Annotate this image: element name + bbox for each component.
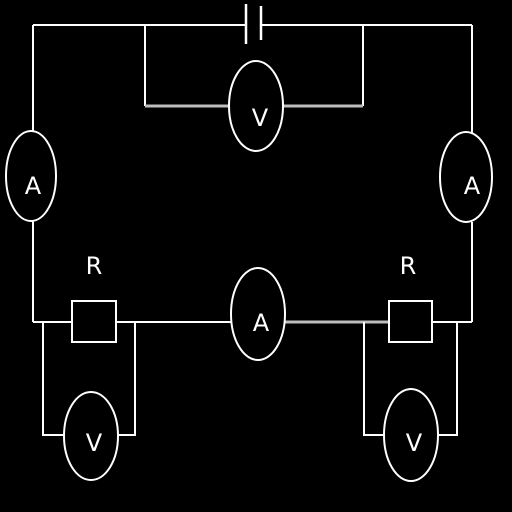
resistor-left-body (71, 300, 117, 343)
resistor-left: R (71, 252, 117, 343)
ammeter-middle-label: A (253, 309, 270, 337)
voltmeter-right-resistor-circle (383, 388, 439, 482)
voltmeter-right-resistor: V (383, 388, 439, 482)
resistor-right-label: R (400, 252, 417, 280)
ammeter-left-label: A (25, 172, 42, 200)
voltmeter-branch-wire (144, 25, 364, 106)
ammeter-middle-circle (230, 267, 286, 361)
ammeter-left: A (5, 130, 57, 222)
resistor-left-label: R (86, 252, 103, 280)
voltmeter-battery-circle (228, 60, 284, 152)
resistor-right-body (388, 300, 433, 343)
voltmeter-left-resistor-label: V (86, 429, 103, 457)
right-voltmeter-branch-wire (363, 322, 458, 436)
battery-cell (244, 4, 263, 44)
ammeter-right-circle (439, 131, 493, 223)
ammeter-right: A (439, 131, 493, 223)
left-voltmeter-branch-wire (42, 322, 136, 436)
ammeter-left-circle (5, 130, 57, 222)
ammeter-middle: A (230, 267, 286, 361)
resistor-right: R (388, 252, 433, 343)
voltmeter-battery-label: V (252, 104, 269, 132)
voltmeter-left-resistor: V (63, 391, 119, 481)
ammeter-right-label: A (464, 172, 481, 200)
voltmeter-battery: V (228, 60, 284, 152)
voltmeter-right-resistor-label: V (406, 429, 423, 457)
voltmeter-left-resistor-circle (63, 391, 119, 481)
